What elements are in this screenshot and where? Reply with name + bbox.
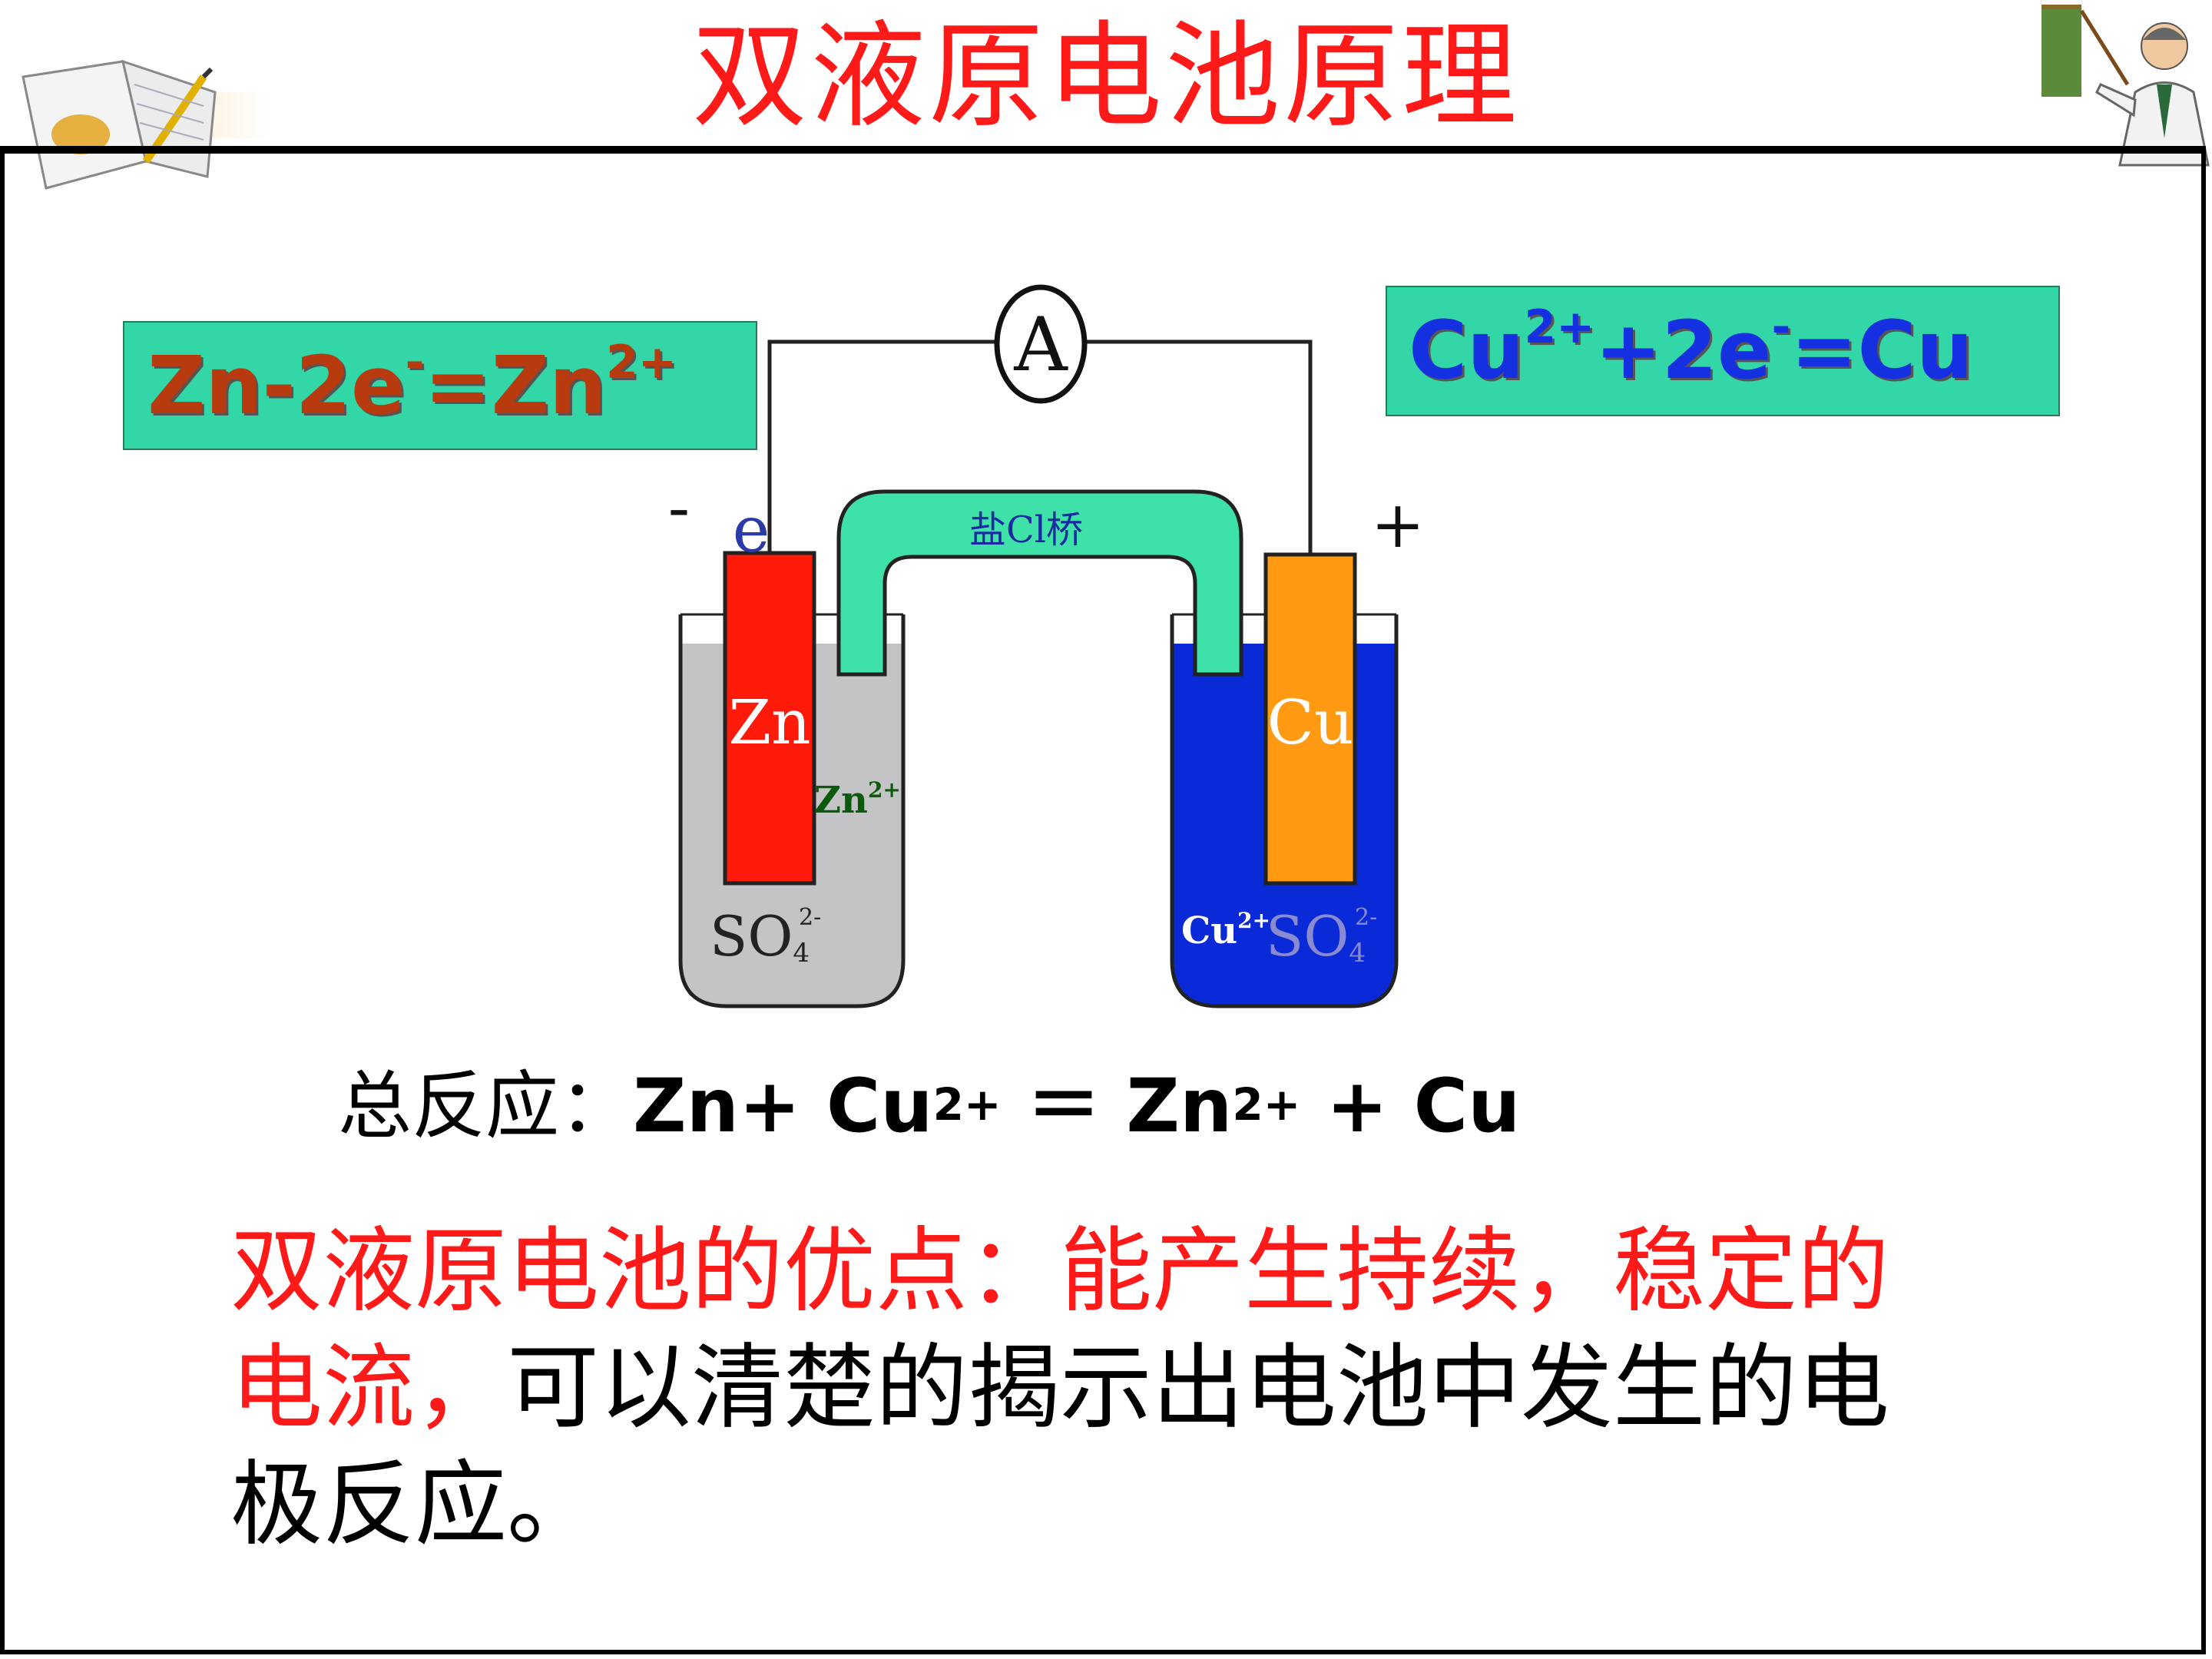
anode-electron-charge: -	[405, 336, 425, 389]
copper-ion-charge: 2+	[932, 1078, 1002, 1131]
overall-reaction-label: 总反应：	[338, 1063, 633, 1149]
cathode-electrons: +2e	[1594, 303, 1772, 397]
anode-equation-box: Zn-2e-=Zn2+	[123, 321, 757, 450]
zinc-ion-charge: 2+	[1232, 1078, 1301, 1131]
cathode-product: =Cu	[1790, 303, 1973, 397]
teacher-icon	[2041, 5, 2210, 167]
cathode-equation-box: Cu2++2e-=Cu	[1386, 286, 2060, 416]
cathode-reactant-charge: 2+	[1524, 300, 1595, 354]
anode-product-charge: 2+	[606, 336, 677, 389]
overall-equals: ＝ Zn	[1001, 1063, 1233, 1149]
advantage-note: 双液原电池的优点：能产生持续，稳定的电流，可以清楚的揭示出电池中发生的电极反应。	[230, 1214, 1966, 1564]
anode-reactant: Zn-2e	[147, 339, 406, 432]
overall-reaction: 总反应：Zn+ Cu2+ ＝ Zn2+ + Cu	[338, 1060, 1520, 1152]
cathode-reactant: Cu	[1409, 303, 1525, 397]
overall-product: + Cu	[1300, 1063, 1521, 1149]
advantage-detail: 可以清楚的揭示出电池中发生的电极反应。	[230, 1335, 1889, 1558]
advantage-highlight: 双液原电池的优点：能产生持续，稳定的电流，	[230, 1218, 1889, 1442]
content-frame	[0, 146, 2206, 1654]
page-title: 双液原电池原理	[691, 10, 1520, 144]
cathode-electron-charge: -	[1771, 300, 1791, 354]
overall-reactants: Zn+ Cu	[633, 1063, 933, 1149]
anode-product: =Zn	[424, 339, 607, 432]
